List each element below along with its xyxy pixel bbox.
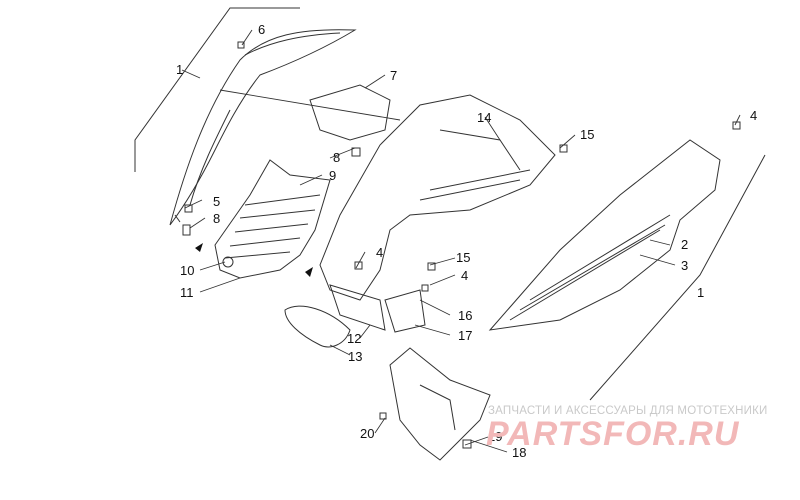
direction-arrows — [195, 243, 313, 277]
callout-20: 20 — [360, 426, 374, 441]
callout-4-top: 4 — [750, 108, 757, 123]
mesh-vent — [284, 305, 351, 348]
center-body — [319, 94, 556, 331]
callout-13: 13 — [348, 349, 362, 364]
callout-labels: 1 6 7 14 15 4 8 9 5 8 10 11 2 3 1 4 15 4… — [176, 22, 757, 460]
callout-8-upper: 8 — [333, 150, 340, 165]
callout-17: 17 — [458, 328, 472, 343]
callout-16: 16 — [458, 308, 472, 323]
bracket-1-right — [589, 154, 766, 401]
callout-2: 2 — [681, 237, 688, 252]
left-upper-panel — [169, 29, 357, 226]
callout-5: 5 — [213, 194, 220, 209]
callout-6: 6 — [258, 22, 265, 37]
watermark-logo: PARTSFOR.RU — [486, 415, 740, 453]
fasteners — [182, 41, 741, 449]
small-plate — [309, 84, 391, 141]
callout-12: 12 — [347, 331, 361, 346]
left-grille-panel — [214, 159, 331, 279]
leader-lines — [181, 29, 741, 453]
watermark-tagline: ЗАПЧАСТИ И АКСЕССУАРЫ ДЛЯ МОТОТЕХНИКИ — [488, 405, 768, 417]
callout-11: 11 — [180, 285, 194, 300]
callout-15-top: 15 — [580, 127, 594, 142]
callout-4-lower: 4 — [461, 268, 468, 283]
callout-1-right: 1 — [697, 285, 704, 300]
callout-14: 14 — [477, 110, 491, 125]
bracket-1-left — [134, 7, 300, 172]
callout-15-middle: 15 — [456, 250, 470, 265]
callout-1-left: 1 — [176, 62, 183, 77]
callout-4-middle: 4 — [376, 245, 383, 260]
lower-belly-piece — [389, 347, 491, 461]
callout-19: 19 — [488, 429, 502, 444]
callout-8-lower: 8 — [213, 211, 220, 226]
mount-bracket — [384, 289, 426, 333]
callout-10: 10 — [180, 263, 194, 278]
callout-18: 18 — [512, 445, 526, 460]
callout-7: 7 — [390, 68, 397, 83]
right-side-panel — [488, 139, 721, 331]
callout-9: 9 — [329, 168, 336, 183]
callout-3: 3 — [681, 258, 688, 273]
